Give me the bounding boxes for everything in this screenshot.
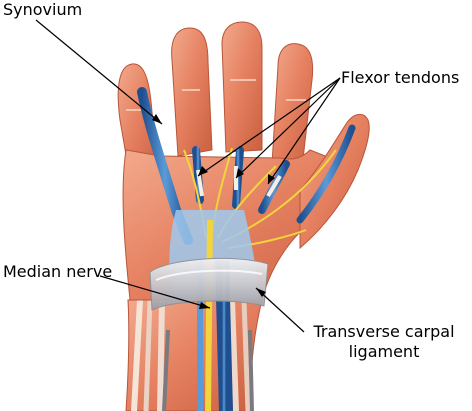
synovium-leader-line <box>35 19 163 125</box>
flexor-arrowhead-2 <box>236 168 244 178</box>
transverse-carpal-leader-line <box>255 287 305 333</box>
synovium-arrowhead <box>152 114 162 124</box>
median-nerve-leader-line <box>99 275 211 309</box>
synovium-label: Synovium <box>3 0 83 19</box>
transverse-carpal-label-line1: Transverse carpal <box>313 322 455 341</box>
transverse-carpal-label-line2: ligament <box>348 342 420 361</box>
median-nerve-label: Median nerve <box>3 262 113 281</box>
forearm <box>125 299 263 411</box>
median-nerve <box>205 219 213 411</box>
flexor-leader-line-3 <box>267 77 341 185</box>
flexor-leader-line-2 <box>235 77 341 179</box>
flexor-arrowhead-1 <box>198 166 208 176</box>
flexor-tendons-label: Flexor tendons <box>341 68 460 87</box>
transverse-carpal-ligament-label: Transverse carpal ligament <box>304 322 464 362</box>
leader-arrowheads <box>152 114 275 309</box>
flexor-leader-line-1 <box>197 77 341 177</box>
leader-lines <box>35 19 341 333</box>
transverse-carpal-arrowhead <box>256 288 266 297</box>
median-nerve-arrowhead <box>199 302 210 309</box>
flexor-arrowhead-3 <box>268 174 275 184</box>
transverse-carpal-ligament <box>149 258 269 311</box>
